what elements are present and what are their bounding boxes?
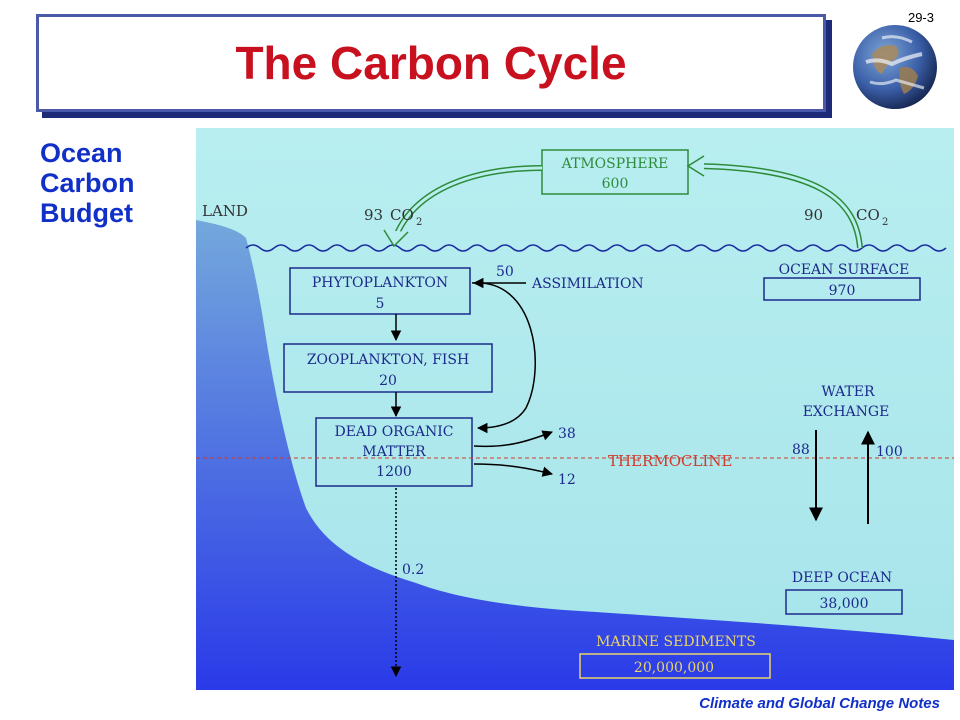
- phytoplankton-label: PHYTOPLANKTON: [312, 275, 448, 291]
- side-label-line-1: Ocean: [40, 138, 123, 168]
- marine-sediments-box: MARINE SEDIMENTS 20,000,000: [579, 634, 771, 679]
- water-exchange-label-2: EXCHANGE: [803, 404, 890, 420]
- marine-sediments-value: 20,000,000: [634, 660, 714, 676]
- side-label: Ocean Carbon Budget: [40, 138, 135, 228]
- slide-title: The Carbon Cycle: [235, 37, 627, 89]
- flux-down-value: 93: [364, 206, 383, 224]
- atmosphere-value: 600: [602, 176, 629, 192]
- atmosphere-box: ATMOSPHERE 600: [541, 149, 689, 195]
- footer-note: Climate and Global Change Notes: [699, 695, 940, 712]
- lower-outflow-value: 12: [558, 472, 576, 488]
- deep-ocean-box: DEEP OCEAN 38,000: [785, 570, 903, 615]
- ocean-surface-label: OCEAN SURFACE: [779, 262, 910, 278]
- phytoplankton-value: 5: [376, 296, 385, 312]
- title-box: The Carbon Cycle: [36, 14, 826, 112]
- water-exchange-down-value: 88: [792, 442, 810, 458]
- sea-surface-waves: [245, 244, 947, 252]
- flux-down-label: 93 CO 2: [364, 206, 422, 228]
- zooplankton-label: ZOOPLANKTON, FISH: [307, 352, 469, 368]
- dead-organic-label-1: DEAD ORGANIC: [334, 424, 453, 440]
- earth-globe-icon: [853, 25, 937, 109]
- water-exchange-up-value: 100: [876, 444, 903, 460]
- sediment-flux-value: 0.2: [402, 562, 424, 578]
- water-exchange-label-1: WATER: [821, 384, 875, 400]
- ocean-surface-value: 970: [829, 283, 856, 299]
- land-seafloor: [196, 220, 954, 690]
- dead-organic-matter-box: DEAD ORGANIC MATTER 1200: [315, 417, 473, 487]
- slide-number: 29-3: [907, 10, 934, 25]
- zooplankton-value: 20: [379, 373, 397, 389]
- flux-up-subscript: 2: [882, 217, 888, 228]
- atmosphere-label: ATMOSPHERE: [561, 156, 669, 172]
- land-label: LAND: [202, 202, 248, 220]
- zooplankton-box: ZOOPLANKTON, FISH 20: [283, 343, 493, 393]
- carbon-cycle-diagram: LAND ATMOSPHERE 600 93 CO 2 90 CO 2 OCEA…: [196, 128, 954, 690]
- deep-ocean-label: DEEP OCEAN: [792, 570, 892, 586]
- dead-organic-label-2: MATTER: [362, 444, 426, 460]
- side-label-line-2: Carbon: [40, 168, 135, 198]
- flux-down-gas: CO: [390, 206, 414, 224]
- upper-outflow-value: 38: [558, 426, 576, 442]
- flux-up-gas: CO: [856, 206, 880, 224]
- thermocline-label: THERMOCLINE: [608, 452, 732, 470]
- assimilation-value: 50: [496, 264, 514, 280]
- side-label-line-3: Budget: [40, 198, 133, 228]
- ocean-surface-box: OCEAN SURFACE 970: [763, 262, 921, 301]
- dead-organic-value: 1200: [376, 464, 412, 480]
- marine-sediments-label: MARINE SEDIMENTS: [596, 634, 756, 650]
- phytoplankton-box: PHYTOPLANKTON 5: [289, 267, 471, 315]
- flux-up-value: 90: [804, 206, 823, 224]
- deep-ocean-value: 38,000: [820, 596, 869, 612]
- assimilation-label: ASSIMILATION: [531, 276, 644, 292]
- flux-up-label: 90 CO 2: [804, 206, 888, 228]
- flux-down-subscript: 2: [416, 217, 422, 228]
